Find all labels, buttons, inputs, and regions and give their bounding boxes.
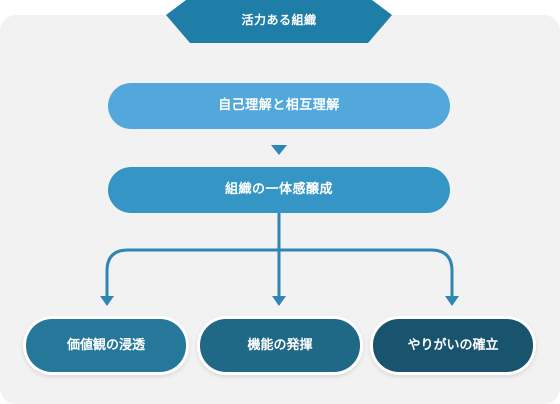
arrowhead-center-icon — [272, 296, 286, 306]
header-tab: 活力ある組織 — [166, 0, 392, 43]
header-title: 活力ある組織 — [241, 13, 317, 27]
down-arrow-icon — [271, 145, 287, 155]
connector-tree — [105, 213, 454, 296]
outcome-values: 価値観の浸透 — [26, 319, 186, 372]
outcome-motivation: やりがいの確立 — [373, 319, 533, 372]
outcome-function: 機能の発揮 — [200, 319, 360, 372]
node-self-understanding: 自己理解と相互理解 — [108, 83, 450, 129]
node-unity: 組織の一体感醸成 — [108, 167, 450, 213]
arrowhead-left-icon — [100, 296, 114, 306]
arrowhead-right-icon — [445, 296, 459, 306]
header-tab-shape — [166, 0, 392, 43]
